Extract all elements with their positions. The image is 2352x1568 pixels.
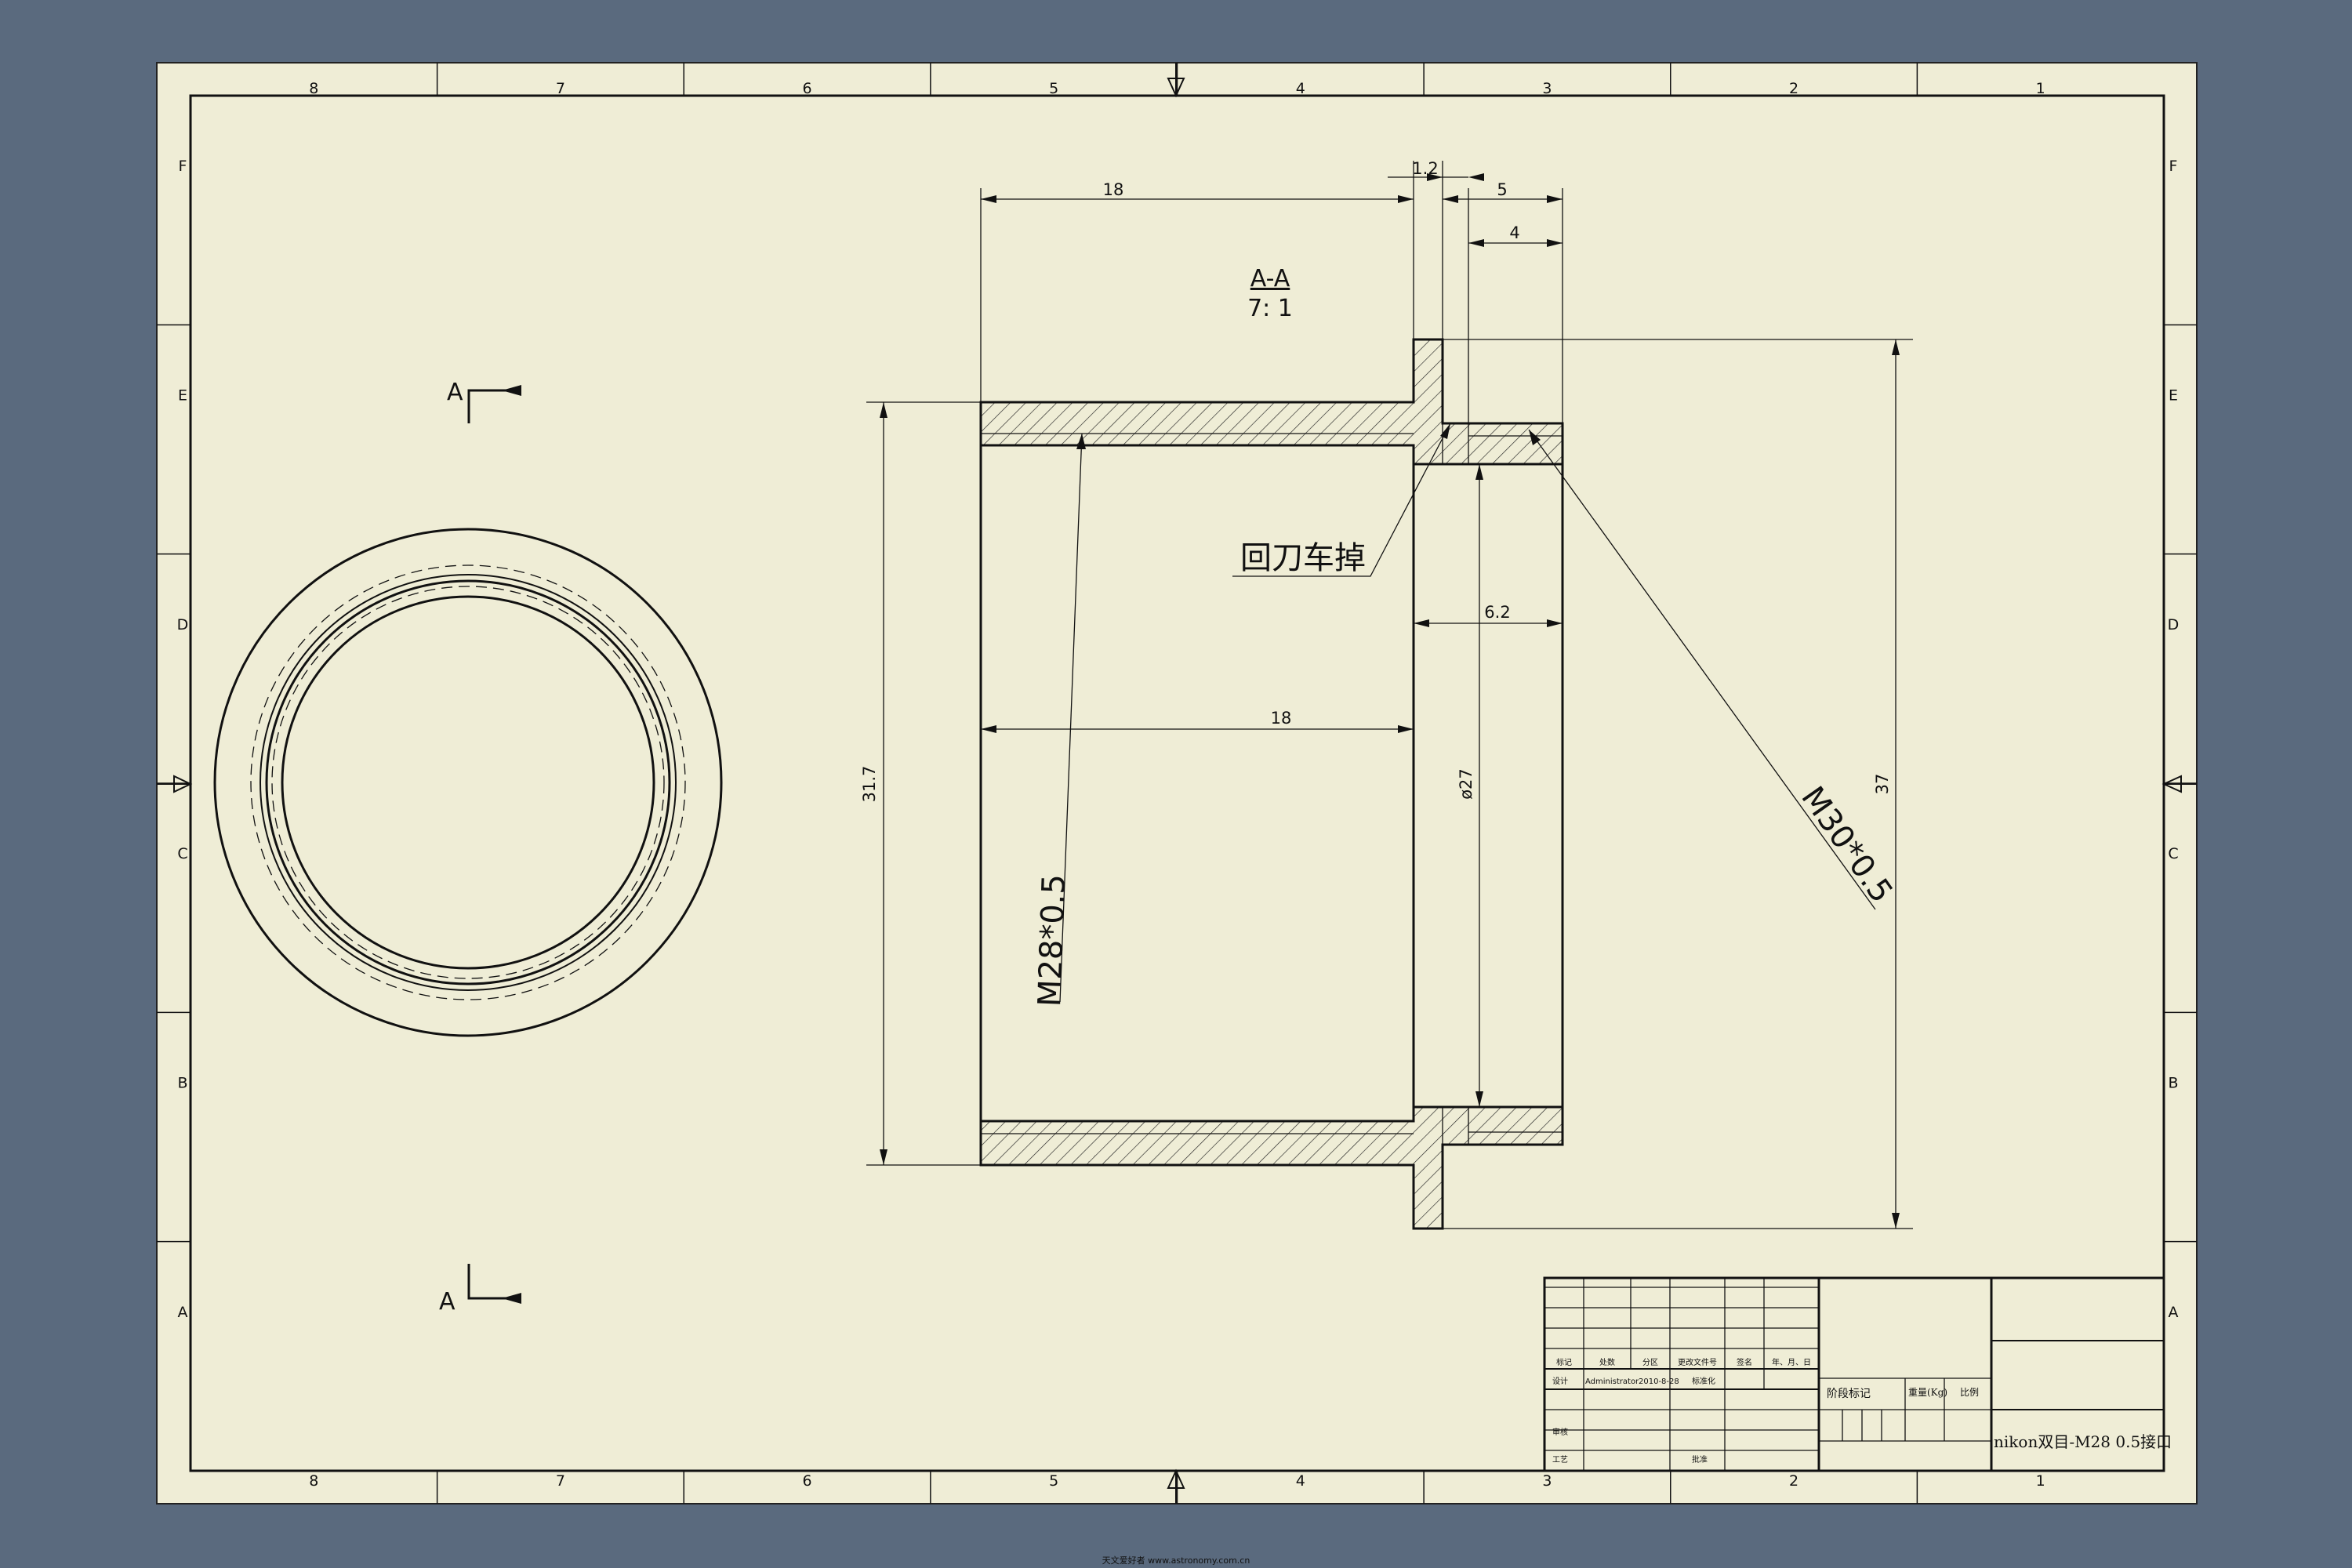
zone-row-label: B bbox=[177, 1075, 187, 1092]
zone-row-label: C bbox=[177, 845, 187, 862]
scale-label: 比例 bbox=[1960, 1387, 1979, 1398]
undercut-note: 回刀车掉 bbox=[1240, 540, 1366, 576]
dim-inner-length: 4 bbox=[1509, 223, 1519, 242]
zone-row-label: D bbox=[177, 616, 189, 633]
zone-column-label: 1 bbox=[2036, 80, 2045, 97]
zone-column-label: 4 bbox=[1296, 80, 1305, 97]
zone-column-label: 3 bbox=[1542, 80, 1552, 97]
drawing-name: nikon双目-M28 0.5接口 bbox=[1994, 1432, 2172, 1451]
zone-column-label: 6 bbox=[803, 1472, 812, 1490]
zone-column-label: 5 bbox=[1049, 1472, 1058, 1490]
end-view-bore bbox=[281, 595, 655, 970]
zone-column-label: 7 bbox=[556, 1472, 565, 1490]
dim-step-length: 6.2 bbox=[1484, 603, 1510, 622]
title-block-header-label: 签名 bbox=[1737, 1357, 1752, 1367]
dim-outer-diameter: 31.7 bbox=[860, 766, 879, 803]
dim-bore-length: 18 bbox=[1271, 709, 1292, 728]
centering-marks bbox=[157, 63, 2197, 1504]
zone-row-label: A bbox=[178, 1304, 188, 1321]
zone-row-label: E bbox=[178, 387, 187, 405]
dim-flange-width: 1.2 bbox=[1412, 159, 1438, 178]
dim-top-length: 18 bbox=[1103, 180, 1124, 199]
end-view-bore-outer bbox=[265, 579, 671, 985]
zone-column-label: 2 bbox=[1789, 1472, 1798, 1490]
title-block-header-label: 更改文件号 bbox=[1678, 1357, 1717, 1367]
end-view bbox=[213, 528, 723, 1037]
thread-note-left: M28*0.5 bbox=[1032, 873, 1073, 1007]
designer-name: Administrator bbox=[1585, 1377, 1639, 1386]
end-view-bore-dashed bbox=[271, 586, 665, 979]
zone-column-label: 7 bbox=[556, 80, 565, 97]
end-view-flange-circle bbox=[260, 574, 677, 991]
dimension-arrows bbox=[880, 173, 1900, 1229]
title-block-row-labels: 标记 处数 分区 更改文件号 签名 年、月、日 bbox=[1556, 1357, 1811, 1367]
zone-column-label: 3 bbox=[1542, 1472, 1552, 1490]
zone-column-label: 2 bbox=[1789, 80, 1798, 97]
end-view-thread-circle bbox=[250, 564, 686, 1000]
standardization-label: 标准化 bbox=[1692, 1376, 1715, 1386]
section-letter-bottom: A bbox=[439, 1288, 456, 1316]
zone-column-label: 6 bbox=[803, 80, 812, 97]
section-marker-top: A bbox=[447, 379, 521, 423]
dim-flange-diameter: 37 bbox=[1873, 774, 1892, 795]
title-block bbox=[1543, 1276, 2165, 1472]
zone-column-label: 5 bbox=[1049, 80, 1058, 97]
approve-label: 批准 bbox=[1692, 1454, 1708, 1465]
zone-row-label: F bbox=[2169, 158, 2178, 175]
title-block-header-label: 年、月、日 bbox=[1772, 1357, 1811, 1367]
end-view-outer-circle bbox=[213, 528, 723, 1037]
page-footer: 天文爱好者 www.astronomy.com.cn bbox=[1102, 1555, 1250, 1566]
zone-column-label: 8 bbox=[309, 80, 318, 97]
title-block-header-label: 分区 bbox=[1642, 1358, 1658, 1367]
weight-label: 重量(Kg) bbox=[1908, 1387, 1947, 1398]
zone-row-label: A bbox=[2169, 1304, 2179, 1321]
zone-row-label: E bbox=[2169, 387, 2178, 405]
stage-label: 阶段标记 bbox=[1827, 1388, 1871, 1400]
designer-label: 设计 bbox=[1552, 1376, 1568, 1386]
zone-row-label: D bbox=[2168, 616, 2180, 633]
title-block-header-label: 处数 bbox=[1599, 1357, 1615, 1367]
drawing-sheet bbox=[156, 62, 2198, 1504]
zone-row-label: B bbox=[2168, 1075, 2178, 1092]
zone-row-label: C bbox=[2168, 845, 2178, 862]
title-block-texts: 设计 Administrator 2010-8-28 标准化 审核 工艺 批准 … bbox=[1552, 1376, 2172, 1465]
zone-column-label: 4 bbox=[1296, 1472, 1305, 1490]
zone-column-label: 1 bbox=[2036, 1472, 2045, 1490]
section-scale: 7: 1 bbox=[1247, 295, 1293, 322]
design-date: 2010-8-28 bbox=[1639, 1377, 1679, 1386]
section-title: A-A bbox=[1250, 265, 1290, 292]
zone-column-label: 8 bbox=[309, 1472, 318, 1490]
section-marker-bottom: A bbox=[439, 1264, 521, 1316]
review-label: 审核 bbox=[1552, 1427, 1568, 1437]
zone-row-label: F bbox=[179, 158, 187, 175]
dim-bore-diameter: ø27 bbox=[1457, 768, 1475, 800]
dim-right-length: 5 bbox=[1497, 180, 1507, 199]
process-label: 工艺 bbox=[1552, 1455, 1568, 1465]
section-view bbox=[979, 338, 1564, 1230]
section-letter-top: A bbox=[447, 379, 463, 406]
title-block-header-label: 标记 bbox=[1556, 1358, 1572, 1367]
